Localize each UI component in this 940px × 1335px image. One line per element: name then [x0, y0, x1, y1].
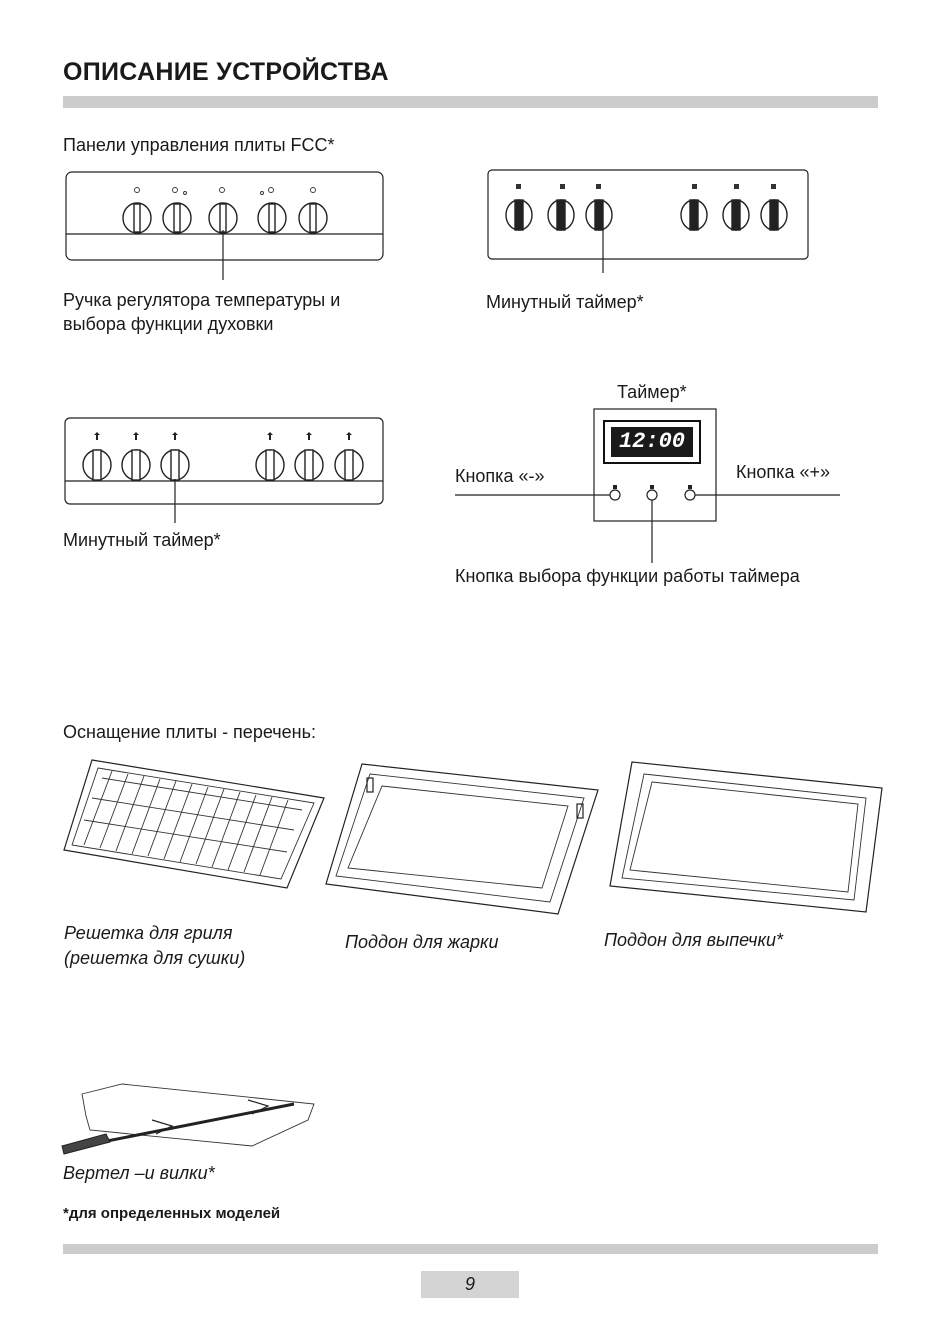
panel1-caption-line2: выбора функции духовки — [63, 314, 274, 334]
control-panel-2-illustration — [487, 169, 809, 273]
baking-tray-illustration — [609, 761, 883, 913]
grill-rack-illustration — [63, 759, 325, 889]
timer-title: Таймер* — [617, 382, 687, 402]
panels-intro: Панели управления плиты FCC* — [63, 135, 335, 155]
page-title: ОПИСАНИЕ УСТРОЙСТВА — [63, 58, 389, 86]
baking-tray-caption: Поддон для выпечки* — [604, 930, 783, 950]
roasting-tray-caption: Поддон для жарки — [345, 932, 499, 952]
footer-divider — [63, 1244, 878, 1254]
footnote: *для определенных моделей — [63, 1205, 281, 1222]
header-divider — [63, 96, 878, 108]
timer-plus-label: Кнопка «+» — [736, 462, 830, 482]
panel1-caption-line1: Ручка регулятора температуры и — [63, 290, 341, 310]
spit-illustration — [61, 1083, 315, 1155]
page-number-box: 9 — [421, 1271, 519, 1298]
timer-display: 12:00 — [618, 429, 685, 454]
timer-illustration — [455, 408, 840, 563]
panel3-caption: Минутный таймер* — [63, 530, 221, 550]
panel2-caption: Минутный таймер* — [486, 292, 644, 312]
spit-caption: Вертел –и вилки* — [63, 1163, 215, 1183]
equipment-heading: Оснащение плиты - перечень: — [63, 722, 316, 742]
timer-minus-label: Кнопка «-» — [455, 466, 545, 486]
grill-rack-caption-line2: (решетка для сушки) — [64, 948, 246, 968]
control-panel-1-illustration — [65, 171, 384, 280]
control-panel-3-illustration — [64, 417, 384, 523]
roasting-tray-illustration — [325, 763, 599, 915]
timer-mode-label: Кнопка выбора функции работы таймера — [455, 566, 800, 586]
page-number: 9 — [464, 1274, 475, 1294]
grill-rack-caption-line1: Решетка для гриля — [64, 923, 233, 943]
